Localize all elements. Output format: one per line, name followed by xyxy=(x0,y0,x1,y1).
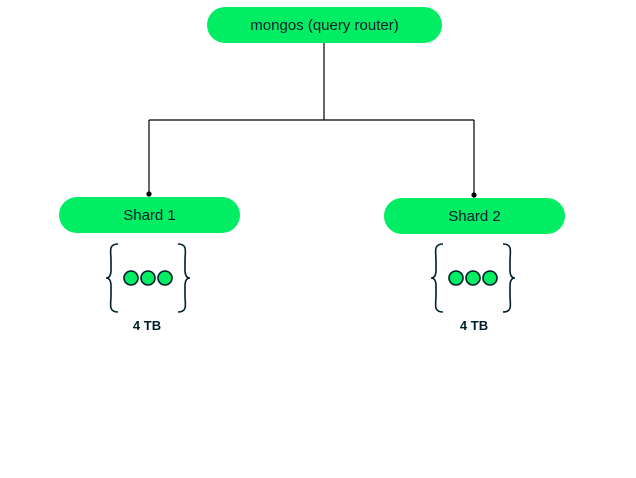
data-dot-icon xyxy=(465,270,481,286)
data-dot-icon xyxy=(140,270,156,286)
data-dot-icon xyxy=(448,270,464,286)
data-dot-icon xyxy=(157,270,173,286)
shard2-data-icon xyxy=(430,243,516,313)
left-brace-icon xyxy=(105,243,119,313)
right-brace-icon xyxy=(177,243,191,313)
data-dot-icon xyxy=(123,270,139,286)
router-label: mongos (query router) xyxy=(250,16,399,34)
shard-1-node: Shard 1 xyxy=(59,197,240,233)
shard-2-label: Shard 2 xyxy=(448,207,501,225)
mongos-router-node: mongos (query router) xyxy=(207,7,442,43)
data-dot-icon xyxy=(482,270,498,286)
shard-2-capacity: 4 TB xyxy=(459,318,489,333)
shard-2-node: Shard 2 xyxy=(384,198,565,234)
shard-1-capacity: 4 TB xyxy=(132,318,162,333)
shard-1-label: Shard 1 xyxy=(123,206,176,224)
left-brace-icon xyxy=(430,243,444,313)
shard1-data-icon xyxy=(105,243,191,313)
right-brace-icon xyxy=(502,243,516,313)
shard1-connector-dot xyxy=(146,191,152,197)
shard2-connector-dot xyxy=(471,192,477,198)
